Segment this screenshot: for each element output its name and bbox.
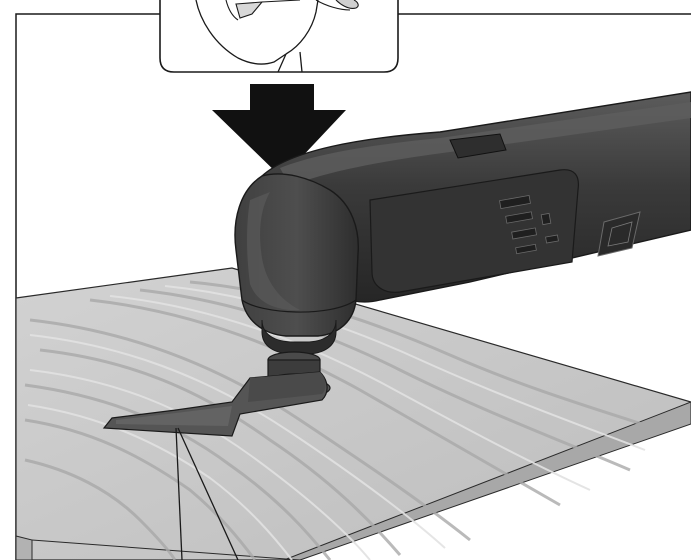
- saw-blade-illustration: [102, 371, 328, 437]
- leader-lines: [175, 427, 239, 560]
- wood-board-illustration: [15, 267, 691, 560]
- down-arrow-icon: [212, 84, 346, 178]
- detail-inset-illustration: [159, 0, 399, 73]
